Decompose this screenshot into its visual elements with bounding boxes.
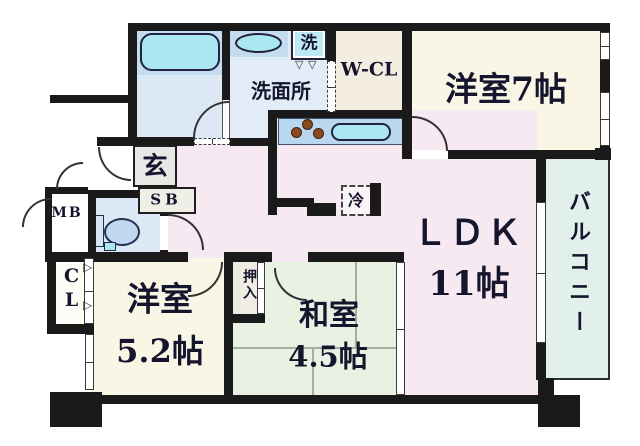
bathtub-icon	[140, 33, 220, 71]
wall	[128, 31, 137, 145]
room-label-closet: CL	[60, 265, 83, 313]
walk-in-closet	[330, 23, 410, 118]
japanese-room-ext	[233, 320, 265, 397]
wall	[595, 148, 611, 160]
room-label-washroom: 洗面所	[251, 79, 311, 103]
room-label-balcony: バルコニー	[565, 190, 591, 340]
wall	[47, 324, 94, 334]
label-refrigerator: 冷	[347, 191, 365, 210]
room-label-western52: 洋室	[127, 279, 193, 319]
wall	[536, 159, 546, 202]
room-label-meterbox: MB	[51, 205, 83, 221]
kitchen-sink-icon	[331, 123, 391, 141]
window	[600, 92, 610, 146]
closet-fold-arrow-icon: ▷	[83, 298, 93, 312]
doorway	[194, 138, 230, 145]
wall	[600, 60, 610, 92]
label-washing-machine: 洗	[300, 33, 318, 54]
wall	[128, 23, 610, 31]
wall	[47, 254, 56, 334]
room-label-ldk: ＬＤＫ	[412, 212, 524, 254]
wall	[160, 250, 168, 256]
wall	[224, 252, 233, 395]
tatami-line	[312, 349, 314, 395]
washer-fold-icon: ▽	[308, 58, 317, 71]
wall	[224, 252, 272, 262]
closet-room	[56, 258, 84, 324]
wall	[268, 198, 314, 207]
room-label-ldk-size: 11帖	[428, 264, 510, 304]
room-label-japanese45: 和室	[299, 298, 359, 333]
wall	[370, 183, 381, 216]
wall	[45, 187, 88, 194]
wall	[233, 314, 265, 323]
wall	[45, 252, 188, 262]
fusuma-sliding-door	[396, 262, 405, 395]
wall	[88, 190, 96, 254]
wall	[268, 110, 412, 118]
tatami-line	[355, 262, 357, 347]
wall	[402, 23, 412, 159]
wall	[538, 378, 554, 396]
wall	[222, 31, 230, 100]
meter-box-door-arc	[22, 198, 51, 227]
room-label-western52-size: 5.2帖	[116, 332, 204, 370]
wall	[307, 203, 336, 216]
wash-basin-icon	[235, 33, 282, 53]
toilet-control-icon	[104, 242, 116, 251]
wall	[93, 395, 540, 404]
wall	[268, 110, 277, 215]
washer-fold-icon: ▽	[295, 58, 304, 71]
porch-door-arc	[56, 162, 83, 189]
room-label-entrance: 玄	[142, 151, 168, 181]
sliding-window	[536, 202, 546, 343]
oshiire-sliding-door	[257, 262, 265, 314]
entrance-door-arc	[98, 147, 131, 181]
tatami-line	[233, 347, 404, 349]
ldk-lower	[402, 262, 538, 397]
refrigerator-space	[341, 185, 372, 216]
wall	[448, 150, 602, 159]
meter-box-room	[52, 194, 88, 252]
room-label-western7: 洋室7帖	[445, 69, 567, 109]
pillar	[50, 392, 102, 427]
wall	[327, 31, 336, 61]
wall	[50, 95, 130, 103]
closet-door-line	[84, 258, 94, 324]
wall	[97, 137, 194, 146]
folding-door	[327, 61, 336, 112]
balcony	[546, 156, 610, 380]
toilet-icon	[104, 218, 140, 246]
stove-burner-icon	[313, 128, 324, 139]
wall	[230, 138, 268, 146]
wall	[308, 252, 404, 262]
doorway	[160, 216, 168, 250]
pillar	[538, 395, 580, 427]
room-label-shoebox: SB	[150, 190, 182, 209]
stove-burner-icon	[302, 119, 313, 130]
wall	[88, 190, 140, 198]
room-label-japanese45-size: 4.5帖	[288, 339, 368, 374]
entrance-box	[133, 145, 177, 187]
window	[85, 334, 94, 390]
room-label-wcl: W-CL	[340, 58, 398, 81]
shoe-box	[138, 187, 196, 214]
wall	[536, 343, 546, 380]
window	[600, 32, 610, 60]
closet-fold-arrow-icon: ▷	[83, 260, 93, 274]
doorway	[412, 150, 448, 159]
wall	[600, 23, 610, 32]
room-label-oshiire: 押入	[241, 269, 257, 301]
stove-burner-icon	[291, 127, 302, 138]
